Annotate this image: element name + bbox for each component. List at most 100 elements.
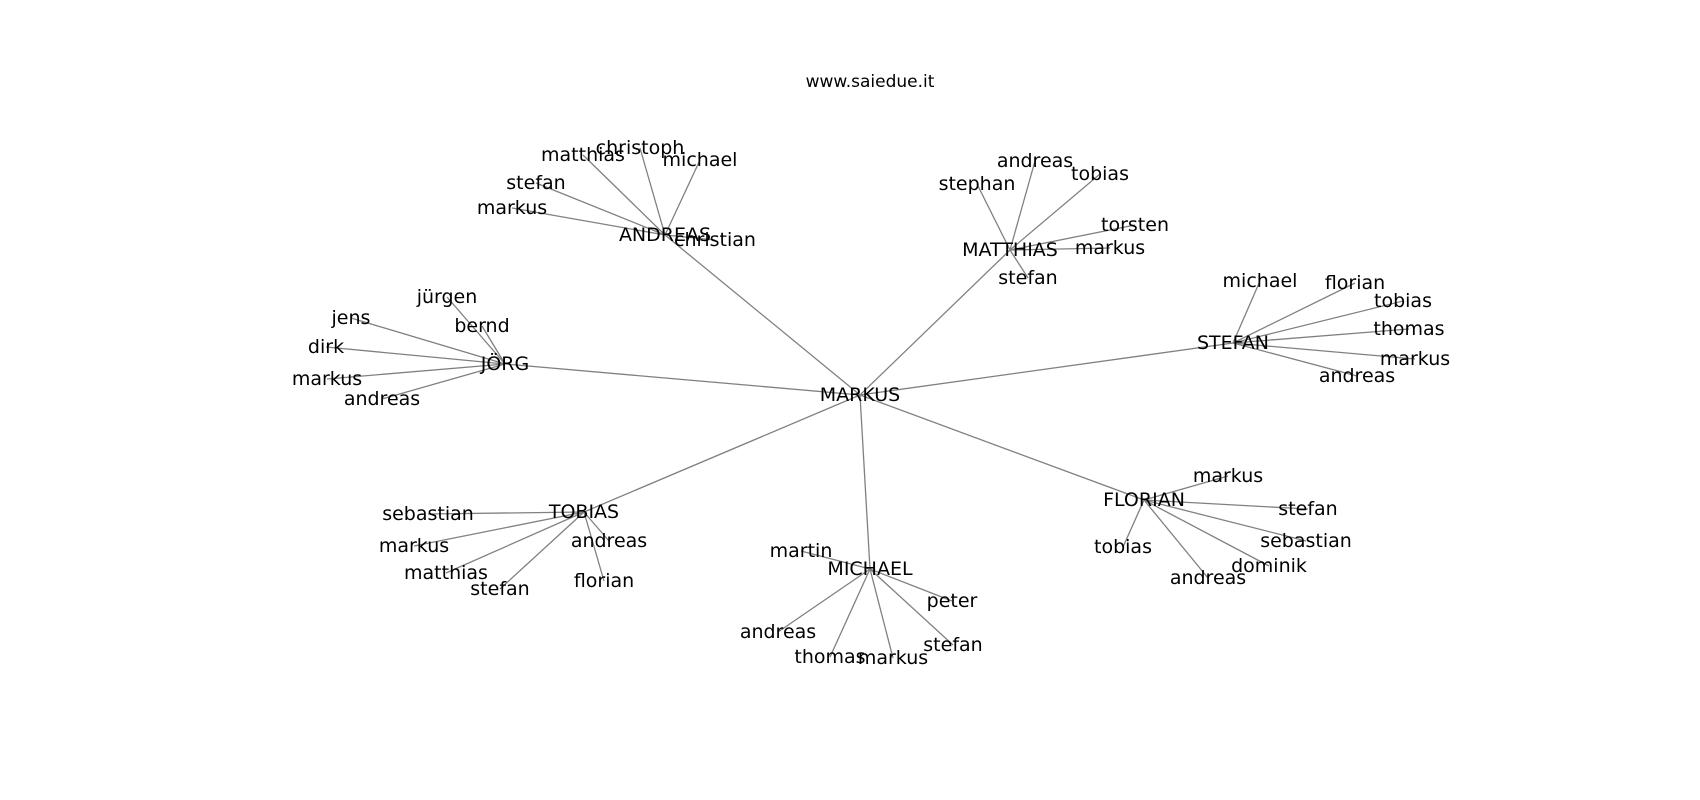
- edge-michael-stefan: [869, 568, 954, 646]
- edge-joerg-dirk: [325, 346, 506, 365]
- node-leaf-andreas-matthias: matthias: [541, 144, 625, 166]
- edge-matthias-tobias: [1009, 173, 1101, 251]
- node-hub-stefan: STEFAN: [1197, 332, 1269, 354]
- edge-joerg-jens: [350, 317, 506, 365]
- node-leaf-joerg-juergen: jürgen: [416, 286, 478, 308]
- node-leaf-matthias-torsten: torsten: [1101, 214, 1169, 236]
- edge-stefan-florian: [1232, 282, 1356, 344]
- edge-root-michael: [859, 394, 871, 570]
- node-hub-andreas: ANDREAS: [619, 224, 711, 246]
- node-leaf-andreas-michael: michael: [663, 149, 738, 171]
- node-leaf-florian-sebastian: sebastian: [1260, 530, 1352, 552]
- node-hub-matthias: MATTHIAS: [962, 239, 1058, 261]
- node-leaf-joerg-dirk: dirk: [308, 336, 344, 358]
- node-hub-florian: FLORIAN: [1103, 489, 1185, 511]
- edge-matthias-stephan: [976, 183, 1011, 251]
- node-leaf-joerg-andreas: andreas: [344, 388, 420, 410]
- edge-root-tobias: [583, 394, 861, 513]
- node-leaf-michael-stefan: stefan: [923, 634, 982, 656]
- edge-stefan-michael: [1232, 280, 1261, 344]
- edge-florian-markus: [1143, 475, 1229, 501]
- edge-florian-andreas: [1143, 499, 1209, 579]
- edge-root-matthias: [859, 249, 1011, 396]
- edge-stefan-andreas: [1232, 342, 1358, 377]
- edge-andreas-christoph: [639, 147, 666, 236]
- edge-florian-stefan: [1143, 499, 1309, 510]
- node-hub-joerg: JÖRG: [480, 352, 529, 375]
- node-leaf-florian-tobias: tobias: [1094, 536, 1152, 558]
- edge-matthias-andreas: [1009, 160, 1036, 251]
- node-leaf-tobias-markus: markus: [379, 535, 449, 557]
- node-leaf-matthias-markus: markus: [1075, 237, 1145, 259]
- node-leaf-joerg-jens: jens: [331, 307, 371, 329]
- node-leaf-stefan-andreas: andreas: [1319, 365, 1395, 387]
- node-leaf-andreas-stefan: stefan: [506, 172, 565, 194]
- edge-florian-dominik: [1143, 499, 1270, 567]
- edge-matthias-torsten: [1009, 224, 1136, 251]
- edge-matthias-markus: [1009, 247, 1111, 251]
- edge-tobias-matthias: [445, 511, 585, 574]
- edge-stefan-markus: [1232, 342, 1416, 360]
- node-leaf-tobias-andreas: andreas: [571, 530, 647, 552]
- edge-joerg-bernd: [481, 325, 506, 365]
- edge-joerg-juergen: [446, 296, 506, 365]
- edge-root-joerg: [504, 363, 861, 396]
- node-leaf-florian-andreas: andreas: [1170, 567, 1246, 589]
- node-leaf-michael-andreas: andreas: [740, 621, 816, 643]
- edge-michael-thomas: [829, 568, 871, 658]
- edge-florian-sebastian: [1143, 499, 1307, 542]
- node-leaf-florian-dominik: dominik: [1231, 555, 1307, 577]
- node-leaf-michael-martin: martin: [770, 540, 833, 562]
- edge-tobias-andreas: [583, 511, 610, 542]
- node-leaf-matthias-tobias: tobias: [1071, 163, 1129, 185]
- edge-root-florian: [859, 394, 1145, 501]
- node-leaf-andreas-christian: christian: [674, 229, 756, 251]
- node-leaf-matthias-andreas: andreas: [997, 150, 1073, 172]
- node-leaf-andreas-christoph: christoph: [596, 137, 685, 159]
- edge-andreas-stefan: [535, 182, 666, 236]
- node-leaf-michael-markus: markus: [858, 647, 928, 669]
- node-leaf-tobias-florian: florian: [574, 570, 634, 592]
- edge-andreas-markus: [511, 207, 666, 236]
- node-leaf-florian-stefan: stefan: [1278, 498, 1337, 520]
- edge-michael-markus: [869, 568, 894, 659]
- node-leaf-michael-peter: peter: [927, 590, 978, 612]
- node-leaf-matthias-stephan: stephan: [939, 173, 1016, 195]
- edge-joerg-markus: [326, 363, 506, 380]
- graph-title: www.saiedue.it: [806, 72, 935, 92]
- edge-andreas-michael: [664, 159, 701, 236]
- edge-root-andreas: [664, 234, 861, 396]
- node-hub-michael: MICHAEL: [827, 558, 913, 580]
- edge-tobias-sebastian: [427, 511, 585, 515]
- edge-andreas-christian: [664, 234, 716, 241]
- edge-andreas-matthias: [582, 154, 666, 236]
- edge-root-stefan: [859, 342, 1234, 396]
- edge-michael-martin: [800, 550, 871, 570]
- edge-michael-andreas: [777, 568, 871, 633]
- node-leaf-michael-thomas: thomas: [794, 646, 865, 668]
- node-hub-tobias: TOBIAS: [548, 501, 619, 523]
- node-leaf-stefan-tobias: tobias: [1374, 290, 1432, 312]
- edge-tobias-markus: [413, 511, 585, 547]
- node-leaf-stefan-thomas: thomas: [1373, 318, 1444, 340]
- node-leaf-tobias-sebastian: sebastian: [382, 503, 474, 525]
- edge-stefan-tobias: [1232, 300, 1404, 344]
- edge-matthias-stefan: [1009, 249, 1029, 279]
- node-leaf-florian-markus: markus: [1193, 465, 1263, 487]
- node-leaf-tobias-stefan: stefan: [470, 578, 529, 600]
- node-leaf-joerg-bernd: bernd: [454, 315, 509, 337]
- edge-tobias-florian: [583, 511, 605, 582]
- node-leaf-stefan-markus: markus: [1380, 348, 1450, 370]
- graph-edges: [325, 147, 1416, 659]
- node-root-markus: MARKUS: [820, 384, 901, 406]
- node-leaf-matthias-stefan: stefan: [998, 267, 1057, 289]
- node-leaf-tobias-matthias: matthias: [404, 562, 488, 584]
- node-leaf-stefan-florian: florian: [1325, 272, 1385, 294]
- node-leaf-stefan-michael: michael: [1223, 270, 1298, 292]
- edge-stefan-thomas: [1232, 328, 1410, 344]
- node-leaf-joerg-markus: markus: [292, 368, 362, 390]
- edge-joerg-andreas: [381, 363, 506, 400]
